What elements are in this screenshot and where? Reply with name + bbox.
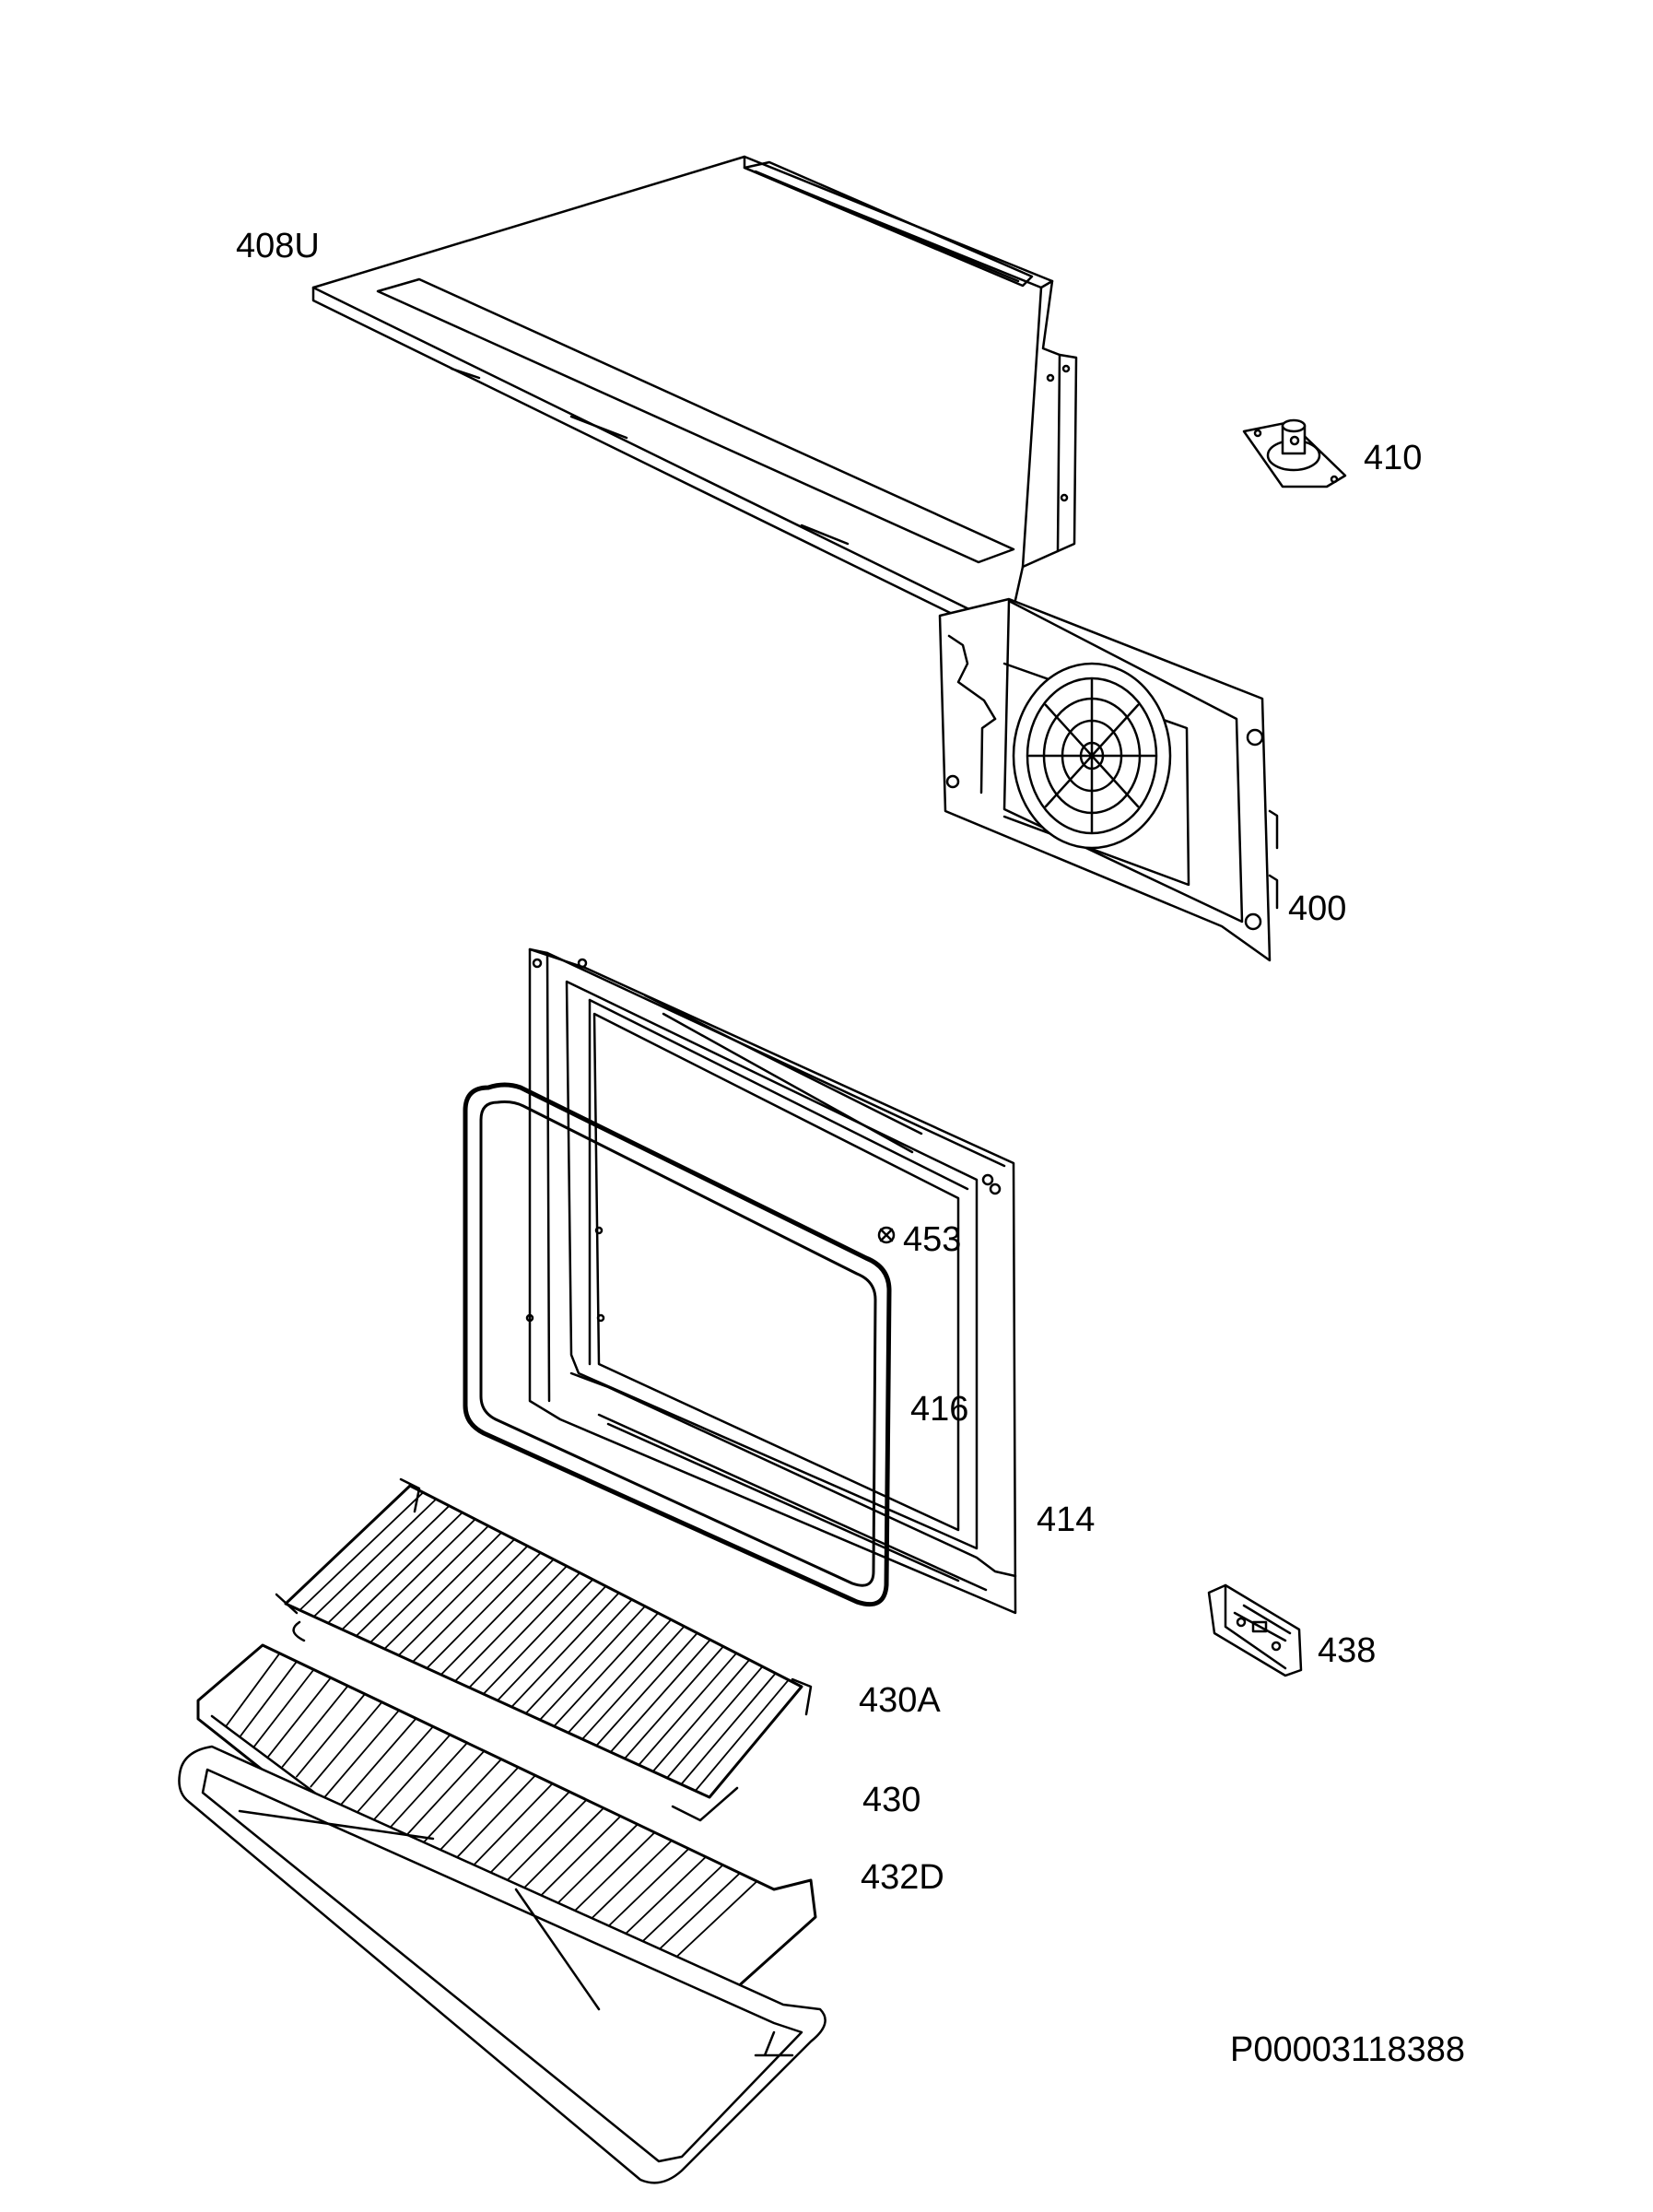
part-400-fan-rear-wall xyxy=(938,597,1279,962)
part-414-door-frame xyxy=(525,947,1017,1615)
part-416-door-gasket xyxy=(463,1082,892,1607)
label-400: 400 xyxy=(1288,889,1347,928)
label-432d: 432D xyxy=(861,1858,944,1897)
part-432d-baking-tray xyxy=(178,1745,826,2184)
label-430: 430 xyxy=(862,1781,921,1819)
label-430a: 430A xyxy=(859,1681,941,1720)
label-410: 410 xyxy=(1364,439,1423,477)
document-id: P00003118388 xyxy=(1230,2030,1465,2069)
part-408u-cover-panel xyxy=(311,155,1078,630)
label-453: 453 xyxy=(903,1220,962,1259)
label-416: 416 xyxy=(910,1390,969,1429)
part-453-screw xyxy=(877,1226,896,1244)
label-438: 438 xyxy=(1318,1631,1377,1670)
part-438-bracket xyxy=(1207,1583,1303,1677)
part-410-sensor xyxy=(1242,418,1347,488)
label-414: 414 xyxy=(1037,1500,1096,1539)
label-408u: 408U xyxy=(236,227,320,265)
part-430a-wire-shelf xyxy=(275,1477,813,1822)
